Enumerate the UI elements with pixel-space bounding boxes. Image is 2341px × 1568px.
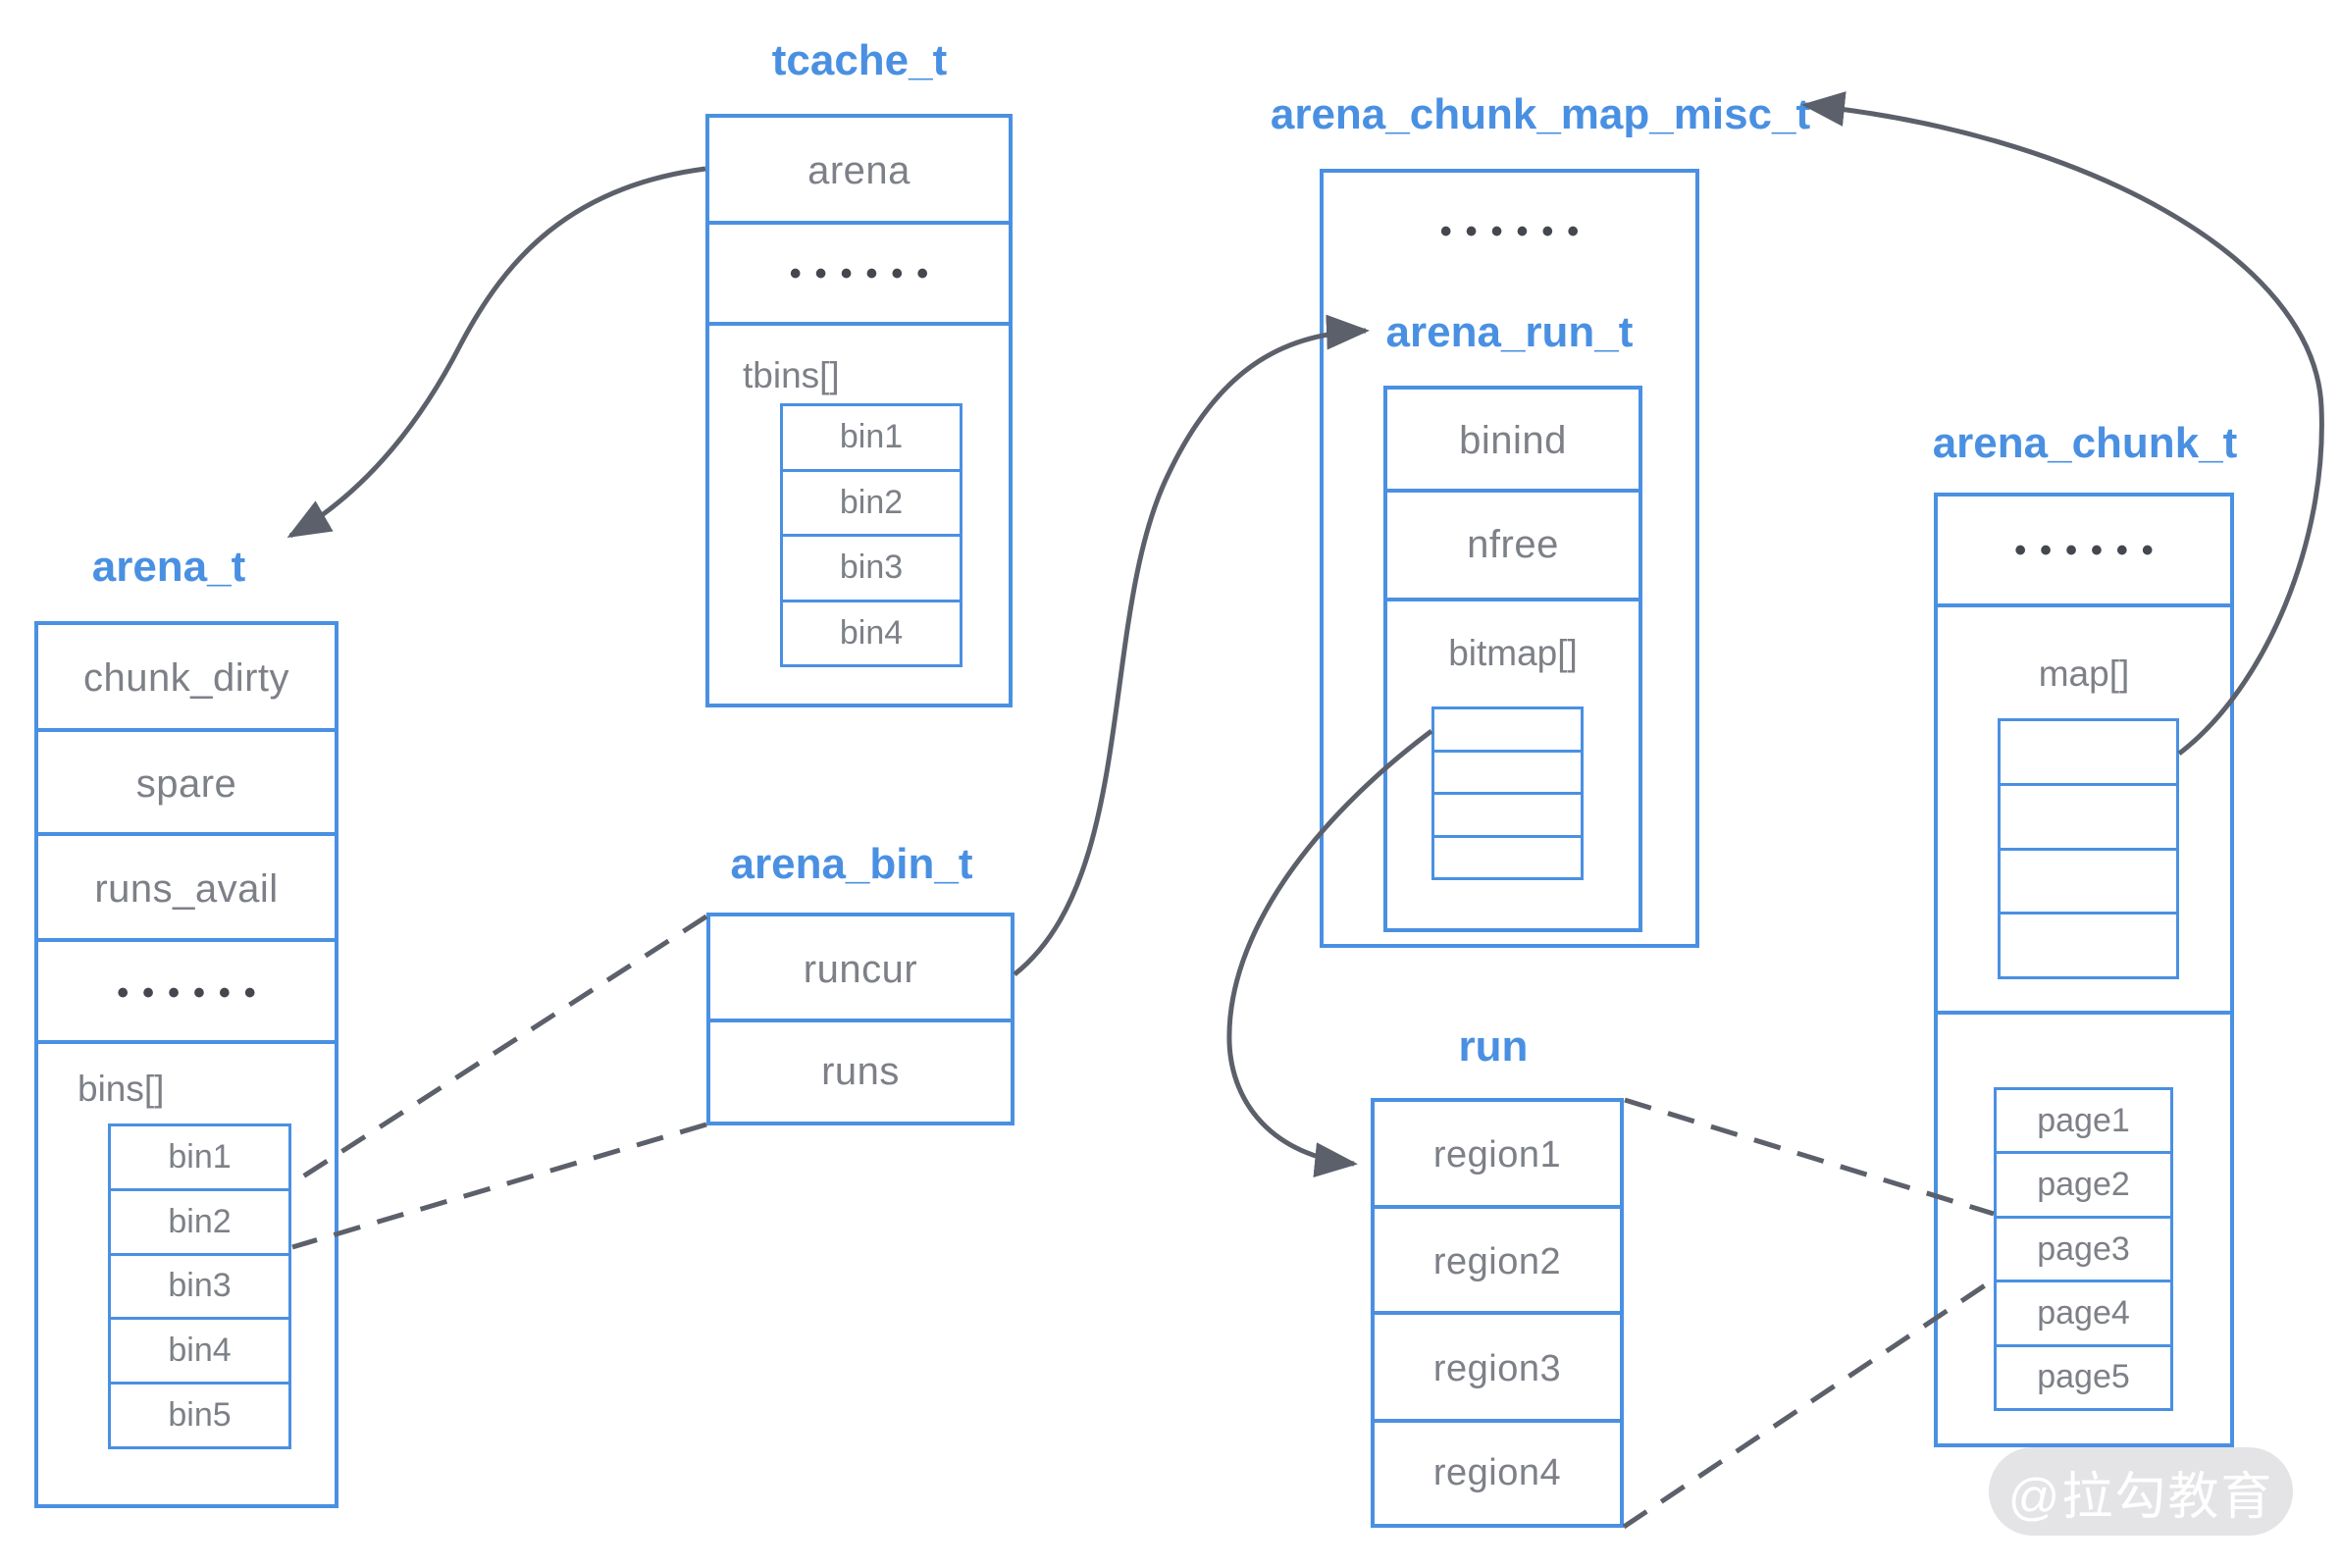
chunk-map-misc-ellipsis: ••••••	[1439, 213, 1593, 250]
list-item: page3	[1997, 1215, 2170, 1280]
arrow-runcur-to-arena-run	[1013, 314, 1370, 976]
arena-bin-field-runcur: runcur	[803, 947, 918, 991]
divider	[38, 832, 335, 836]
list-item: page4	[1997, 1280, 2170, 1343]
arena-bin-title: arena_bin_t	[730, 840, 973, 888]
divider	[1375, 1419, 1620, 1423]
bitmap-cell	[1434, 792, 1581, 835]
watermark-badge: @拉勾教育	[1989, 1447, 2293, 1536]
map-table	[1998, 718, 2179, 979]
list-item: bin1	[168, 1137, 232, 1176]
tcache-ellipsis: ••••••	[789, 254, 943, 292]
divider	[38, 938, 335, 942]
map-cell	[2001, 912, 2176, 976]
divider	[1938, 603, 2230, 607]
arena-field-runs-avail: runs_avail	[94, 866, 279, 911]
list-item: bin3	[111, 1252, 288, 1318]
divider	[1938, 1011, 2230, 1015]
tbins-array-label: tbins[]	[743, 355, 840, 395]
bitmap-array-label: bitmap[]	[1448, 633, 1578, 673]
map-array-label: map[]	[2038, 653, 2130, 694]
arrow-tcache-to-arena	[286, 166, 706, 539]
pages-table: page1 page2 page3 page4 page5	[1994, 1087, 2173, 1411]
arena-chunk-box: •••••• map[] page1 page2 page3 page4 pag…	[1934, 493, 2234, 1447]
list-item: page1	[2037, 1101, 2130, 1139]
bitmap-cell	[1434, 834, 1581, 878]
map-cell	[2001, 782, 2176, 848]
chunk-map-misc-box: •••••• arena_run_t binind nfree bitmap[]	[1320, 169, 1699, 948]
list-item: bin4	[111, 1317, 288, 1382]
list-item: bin3	[783, 534, 960, 600]
divider	[709, 322, 1009, 326]
tcache-bins-table: bin1 bin2 bin3 bin4	[780, 403, 962, 667]
list-item: page2	[1997, 1151, 2170, 1215]
dashed-link-bin1	[290, 914, 708, 1186]
list-item: bin5	[111, 1382, 288, 1446]
map-cell	[2001, 847, 2176, 913]
arena-box: chunk_dirty spare runs_avail •••••• bins…	[34, 621, 338, 1508]
arena-chunk-ellipsis: ••••••	[2014, 532, 2167, 569]
arena-run-field-binind: binind	[1459, 419, 1567, 462]
bins-array-label: bins[]	[78, 1069, 165, 1109]
chunk-map-misc-title: arena_chunk_map_misc_t	[1270, 90, 1811, 138]
list-item: bin4	[783, 599, 960, 665]
divider	[1375, 1205, 1620, 1209]
divider	[709, 221, 1009, 225]
divider	[710, 1019, 1011, 1022]
run-region2: region2	[1432, 1240, 1562, 1282]
tcache-field-arena: arena	[807, 149, 910, 192]
dashed-link-bin2	[291, 1122, 707, 1250]
arena-bins-table: bin1 bin2 bin3 bin4 bin5	[108, 1124, 291, 1449]
divider	[1375, 1311, 1620, 1315]
list-item: bin1	[839, 418, 904, 456]
run-region1: region1	[1432, 1134, 1562, 1176]
divider	[1387, 598, 1639, 601]
arena-field-chunk-dirty: chunk_dirty	[82, 656, 290, 700]
tcache-title: tcache_t	[771, 36, 948, 84]
divider	[38, 728, 335, 732]
list-item: page5	[1997, 1343, 2170, 1408]
arena-field-spare: spare	[135, 761, 237, 806]
divider	[1387, 489, 1639, 493]
arena-bin-box: runcur runs	[706, 913, 1014, 1125]
run-box: region1 region2 region3 region4	[1371, 1098, 1624, 1528]
bitmap-table	[1431, 706, 1584, 880]
run-title: run	[1458, 1022, 1529, 1071]
arena-chunk-title: arena_chunk_t	[1932, 419, 2238, 467]
run-region4: region4	[1432, 1452, 1562, 1493]
tcache-box: arena •••••• tbins[] bin1 bin2 bin3 bin4	[705, 114, 1013, 707]
arena-run-title: arena_run_t	[1385, 308, 1634, 356]
arena-bin-field-runs: runs	[821, 1050, 900, 1093]
divider	[38, 1040, 335, 1044]
arena-run-field-nfree: nfree	[1467, 523, 1559, 566]
arena-run-box: binind nfree bitmap[]	[1383, 386, 1642, 932]
run-region3: region3	[1432, 1347, 1562, 1389]
map-cell	[2001, 721, 2176, 783]
arena-ellipsis: ••••••	[117, 974, 270, 1012]
bitmap-cell	[1434, 709, 1581, 750]
list-item: bin2	[111, 1187, 288, 1253]
bitmap-cell	[1434, 749, 1581, 793]
arena-title: arena_t	[91, 543, 246, 591]
list-item: bin2	[783, 468, 960, 535]
